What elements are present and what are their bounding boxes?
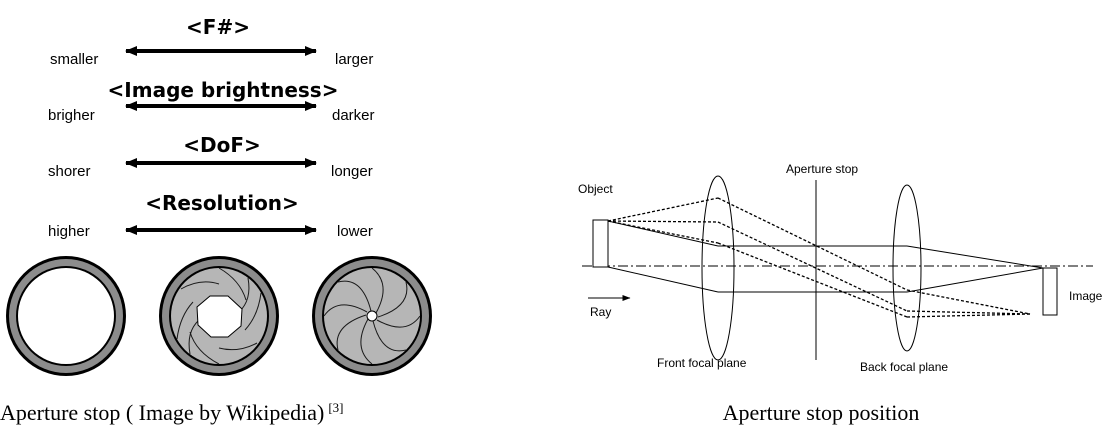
fnumber-scale: <F#> smaller larger bbox=[50, 15, 373, 68]
brightness-title: <Image brightness> bbox=[108, 78, 339, 102]
dof-title: <DoF> bbox=[183, 133, 261, 157]
brightness-scale: <Image brightness> brigher darker bbox=[48, 78, 375, 124]
aperture-position-diagram: Object Aperture stop Image bbox=[578, 162, 1103, 425]
image-box bbox=[1042, 267, 1058, 316]
aperture-effects-panel: <F#> smaller larger <Image brightness> b… bbox=[0, 15, 432, 425]
object-label: Object bbox=[578, 182, 613, 196]
brightness-left-label: brigher bbox=[48, 107, 95, 124]
aperture-stop-label: Aperture stop bbox=[786, 162, 858, 176]
fnumber-left-label: smaller bbox=[50, 51, 98, 68]
aperture-half-closed-icon bbox=[159, 256, 279, 376]
dof-right-label: longer bbox=[331, 163, 373, 180]
aperture-nearly-closed-icon bbox=[312, 256, 432, 376]
fnumber-right-label: larger bbox=[335, 51, 373, 68]
resolution-left-label: higher bbox=[48, 223, 90, 240]
resolution-title: <Resolution> bbox=[145, 191, 299, 215]
fnumber-title: <F#> bbox=[186, 15, 250, 39]
back-lens bbox=[892, 184, 922, 352]
ray-label: Ray bbox=[590, 305, 611, 319]
back-focal-plane-label: Back focal plane bbox=[860, 360, 948, 374]
dof-scale: <DoF> shorer longer bbox=[48, 133, 373, 180]
aperture-open-icon bbox=[6, 256, 126, 376]
resolution-scale: <Resolution> higher lower bbox=[48, 191, 373, 240]
brightness-right-label: darker bbox=[332, 107, 375, 124]
front-focal-plane-label: Front focal plane bbox=[657, 356, 747, 370]
front-lens bbox=[701, 175, 735, 361]
dof-left-label: shorer bbox=[48, 163, 91, 180]
resolution-right-label: lower bbox=[337, 223, 373, 240]
solid-rays bbox=[607, 220, 1044, 293]
left-caption: Aperture stop ( Image by Wikipedia)[3] bbox=[0, 400, 344, 425]
right-caption: Aperture stop position bbox=[723, 400, 920, 425]
dashed-rays bbox=[607, 197, 1031, 318]
object-box bbox=[592, 219, 609, 268]
image-label: Image bbox=[1069, 289, 1103, 303]
